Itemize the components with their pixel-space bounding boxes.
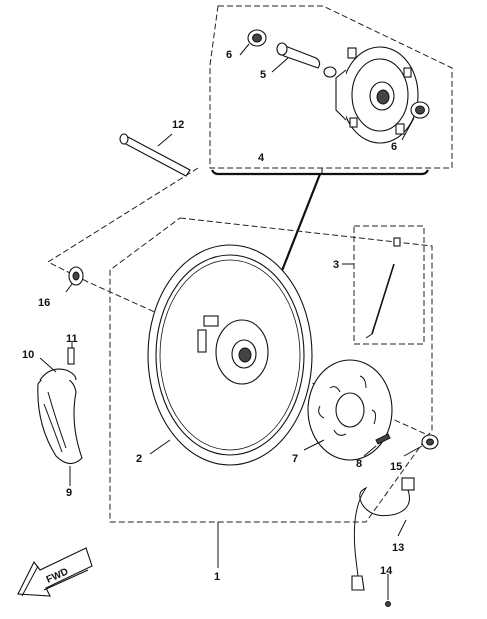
bearing-top [239, 29, 267, 56]
part-label-9: 9 [66, 487, 72, 499]
part-label-6-top: 6 [226, 49, 232, 61]
part-number-labels: 6 5 4 6 12 3 16 11 10 2 7 8 15 9 13 1 14 [22, 49, 404, 583]
spoke-box [342, 225, 425, 345]
brake-disc [303, 359, 393, 461]
part-label-2: 2 [136, 453, 142, 465]
part-label-5: 5 [260, 69, 266, 81]
part-label-10: 10 [22, 349, 34, 361]
valve-stem [39, 342, 75, 373]
forward-direction-arrow: FWD [17, 547, 93, 597]
bearing-bottom [401, 101, 430, 141]
wheel-rim [147, 244, 313, 466]
disc-bolt [363, 433, 391, 457]
tire [37, 368, 83, 486]
part-label-13: 13 [392, 542, 404, 554]
axle-collar-left [65, 266, 84, 293]
part-label-3: 3 [333, 259, 339, 271]
part-label-1: 1 [214, 571, 220, 583]
speed-sensor-cable [351, 477, 415, 591]
part-label-11: 11 [66, 333, 78, 345]
wheel-assembly-boundary [109, 217, 433, 568]
part-label-8: 8 [356, 458, 362, 470]
part-label-14: 14 [380, 565, 393, 577]
part-label-12: 12 [172, 119, 184, 131]
part-label-16: 16 [38, 297, 50, 309]
wheel-axle [119, 133, 191, 177]
sensor-screw [385, 574, 391, 607]
spacer-collar [271, 42, 337, 78]
part-label-6-bottom: 6 [391, 141, 397, 153]
part-label-4: 4 [258, 152, 265, 164]
axle-collar-right [403, 434, 439, 457]
wheel-hub [335, 46, 419, 144]
part-label-15: 15 [390, 461, 402, 473]
part-label-7: 7 [292, 453, 298, 465]
